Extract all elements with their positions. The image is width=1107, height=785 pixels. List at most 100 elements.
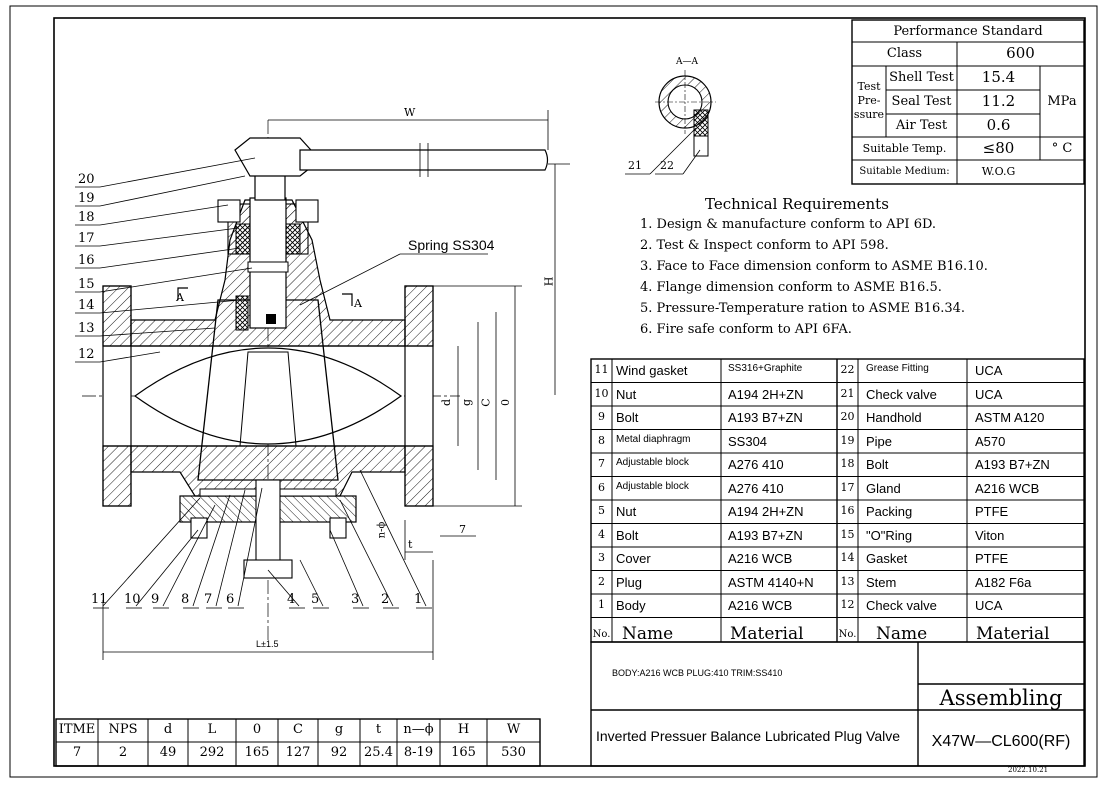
dim-nphi: n-ϕ bbox=[376, 521, 388, 539]
callout-label: 3 bbox=[351, 592, 360, 607]
part-name: Adjustable block bbox=[616, 457, 689, 468]
callout-label: 6 bbox=[226, 592, 235, 607]
dim-header: C bbox=[293, 722, 303, 737]
technical-title: Technical Requirements bbox=[705, 195, 889, 213]
dim-header: L bbox=[207, 722, 217, 737]
part-name: Plug bbox=[616, 574, 643, 590]
shell-test-value: 15.4 bbox=[981, 68, 1016, 86]
technical-item: 4. Flange dimension conform to ASME B16.… bbox=[640, 280, 942, 295]
part-number: 12 bbox=[840, 598, 855, 611]
dim-c: C bbox=[479, 398, 493, 407]
part-name: Body bbox=[616, 598, 646, 613]
part-material: A570 bbox=[975, 433, 1006, 449]
section-label: A—A bbox=[676, 57, 698, 67]
part-material: A182 F6a bbox=[975, 574, 1032, 590]
header-name: Name bbox=[876, 623, 928, 644]
part-name: Nut bbox=[616, 386, 637, 402]
dim-value: 165 bbox=[244, 745, 270, 760]
test-label-1: Test bbox=[857, 80, 881, 93]
section-mark-left: A bbox=[176, 291, 184, 304]
technical-item: 5. Pressure-Temperature ration to ASME B… bbox=[640, 301, 966, 316]
callout-label: 10 bbox=[124, 592, 141, 607]
part-name: Grease Fitting bbox=[866, 363, 929, 374]
materials-note: BODY:A216 WCB PLUG:410 TRIM:SS410 bbox=[612, 668, 783, 678]
part-name: Packing bbox=[866, 504, 913, 519]
part-material: A276 410 bbox=[728, 457, 784, 472]
dim-value: 8-19 bbox=[403, 745, 434, 760]
dim-value: 7 bbox=[72, 745, 82, 760]
performance-title: Performance Standard bbox=[893, 24, 1043, 39]
technical-item: 2. Test & Inspect conform to API 598. bbox=[640, 238, 889, 253]
dim-t: t bbox=[408, 538, 413, 551]
spring-note: Spring SS304 bbox=[408, 237, 495, 253]
dim-g: g bbox=[460, 398, 474, 407]
dim-value: 530 bbox=[501, 745, 526, 760]
dim-value: 165 bbox=[451, 745, 476, 760]
model-number: X47W—CL600(RF) bbox=[931, 733, 1071, 750]
part-number: 4 bbox=[598, 527, 605, 541]
part-name: "O"Ring bbox=[866, 527, 913, 543]
part-number: 8 bbox=[598, 433, 605, 447]
part-material: UCA bbox=[975, 363, 1003, 378]
air-test-label: Air Test bbox=[895, 118, 948, 133]
technical-item: 1. Design & manufacture conform to API 6… bbox=[640, 217, 937, 232]
dim-header: g bbox=[334, 722, 344, 737]
part-name: Handhold bbox=[866, 410, 922, 425]
part-material: A216 WCB bbox=[728, 598, 793, 613]
part-number: 15 bbox=[840, 527, 855, 541]
dim-value: 127 bbox=[285, 745, 311, 760]
callout-label: 15 bbox=[78, 277, 95, 292]
callout-label: 8 bbox=[181, 592, 190, 607]
test-label-2: Pre- bbox=[857, 94, 881, 107]
callout-21: 21 bbox=[628, 159, 642, 172]
part-number: 10 bbox=[594, 386, 609, 400]
header-no: No. bbox=[838, 628, 857, 640]
part-number: 20 bbox=[840, 410, 855, 423]
part-number: 13 bbox=[840, 574, 855, 588]
callout-label: 4 bbox=[287, 592, 296, 607]
part-material: SS304 bbox=[728, 433, 768, 449]
callout-label: 18 bbox=[78, 210, 95, 225]
part-name: Gasket bbox=[866, 551, 908, 566]
air-test-value: 0.6 bbox=[986, 116, 1011, 134]
callout-label: 9 bbox=[151, 592, 160, 607]
section-mark-right: A bbox=[354, 297, 362, 310]
part-number: 21 bbox=[840, 386, 855, 400]
part-material: PTFE bbox=[975, 504, 1009, 519]
part-name: Check valve bbox=[866, 598, 937, 613]
part-material: A216 WCB bbox=[728, 551, 793, 566]
part-number: 2 bbox=[598, 574, 605, 588]
callout-label: 13 bbox=[78, 321, 95, 336]
temp-value: ≤80 bbox=[982, 139, 1015, 157]
dim-header: NPS bbox=[108, 722, 138, 737]
part-name: Cover bbox=[616, 551, 651, 566]
part-name: Check valve bbox=[866, 386, 937, 402]
dim-w: W bbox=[404, 106, 416, 119]
part-material: Viton bbox=[975, 527, 1005, 543]
part-name: Metal diaphragm bbox=[616, 433, 691, 445]
technical-item: 6. Fire safe conform to API 6FA. bbox=[640, 322, 852, 337]
dim-header: ITME bbox=[58, 722, 96, 737]
part-number: 14 bbox=[840, 551, 855, 564]
part-material: A193 B7+ZN bbox=[975, 457, 1050, 472]
class-value: 600 bbox=[1006, 44, 1035, 62]
part-number: 22 bbox=[840, 363, 855, 376]
part-name: Bolt bbox=[866, 457, 889, 472]
dim-value: 49 bbox=[159, 745, 177, 760]
part-material: ASTM A120 bbox=[975, 410, 1045, 425]
dim-o: 0 bbox=[499, 399, 512, 406]
dim-value: 2 bbox=[118, 745, 128, 760]
dim-header: t bbox=[375, 722, 382, 737]
callout-label: 12 bbox=[78, 347, 95, 362]
seal-test-value: 11.2 bbox=[981, 92, 1016, 110]
part-material: A276 410 bbox=[728, 480, 784, 496]
dim-l: L±1.5 bbox=[256, 639, 279, 649]
part-name: Stem bbox=[866, 574, 897, 590]
assembling-label: Assembling bbox=[939, 686, 1063, 710]
part-material: A194 2H+ZN bbox=[728, 386, 804, 402]
part-number: 1 bbox=[598, 598, 605, 611]
valve-name: Inverted Pressuer Balance Lubricated Plu… bbox=[596, 728, 901, 744]
part-material: UCA bbox=[975, 386, 1003, 402]
part-name: Pipe bbox=[866, 433, 893, 449]
